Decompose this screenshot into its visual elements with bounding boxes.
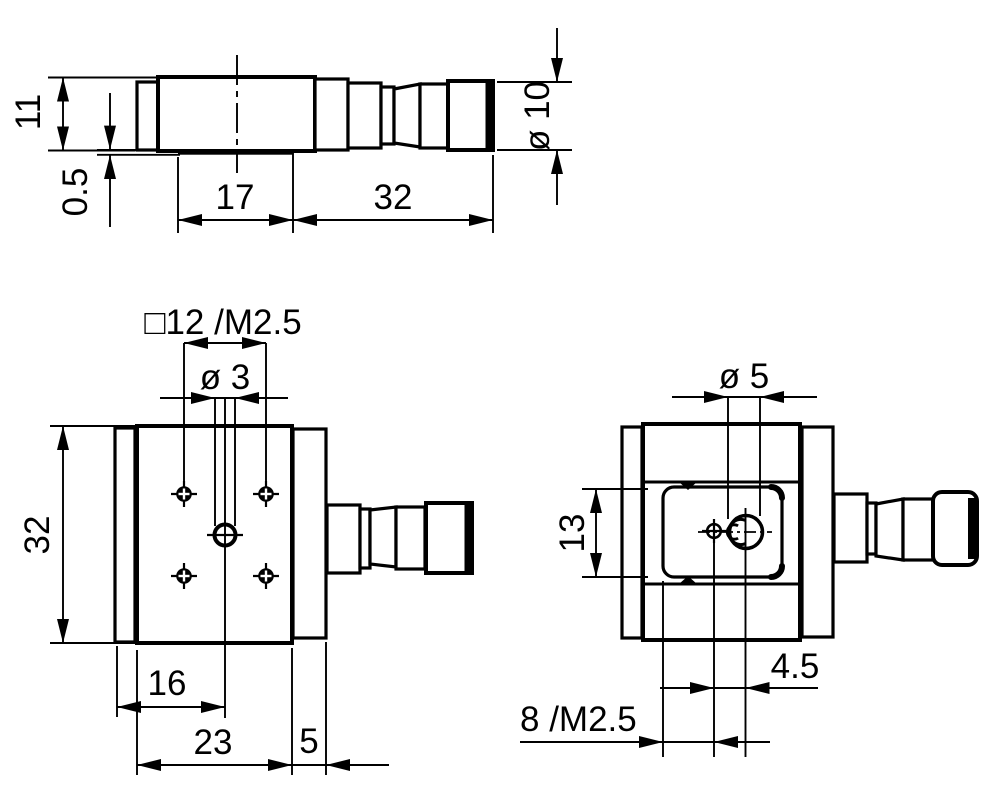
dim-label-17: 17 xyxy=(216,178,255,217)
side-step3 xyxy=(418,82,450,150)
back-view: ø 5 13 4.5 8 /M2.5 xyxy=(520,357,979,757)
dim-label-4p5: 4.5 xyxy=(771,647,820,686)
dim-front-hole: ø 3 xyxy=(160,358,288,404)
screw-bottom-right xyxy=(253,563,279,589)
side-neck xyxy=(379,85,396,146)
plate-wedge-bottom xyxy=(679,576,697,584)
dim-front-pattern: □12 /M2.5 xyxy=(144,303,302,486)
dim-label-0p5: 0.5 xyxy=(56,168,95,217)
front-knob xyxy=(424,501,474,575)
back-left-flange xyxy=(620,425,644,640)
plate-corner-bottom-right xyxy=(768,563,785,580)
dim-front-height: 32 xyxy=(18,425,135,644)
back-barrel-step3 xyxy=(901,497,935,562)
plate-corner-top-right xyxy=(768,484,785,501)
dim-label-d3: ø 3 xyxy=(200,358,251,397)
dim-label-16: 16 xyxy=(148,664,187,703)
dim-label-13: 13 xyxy=(553,514,592,553)
dim-back-plate-height: 13 xyxy=(553,488,648,578)
plate-wedge-top xyxy=(679,482,697,490)
back-adjust-screw xyxy=(702,519,726,543)
front-barrel-step1 xyxy=(325,503,362,575)
dim-side-pad: 0.5 xyxy=(56,93,180,227)
side-left-flange xyxy=(135,80,160,152)
dim-label-32-knob: 32 xyxy=(374,178,413,217)
dim-label-d5: ø 5 xyxy=(719,357,770,396)
back-knob xyxy=(931,490,979,567)
dim-label-32-height: 32 xyxy=(18,516,57,555)
dim-front-offset: 16 xyxy=(116,646,225,717)
side-step2 xyxy=(346,81,383,150)
dim-back-hole: ø 5 xyxy=(672,357,817,403)
dim-label-8m25: 8 /M2.5 xyxy=(520,700,637,739)
side-pad xyxy=(178,149,293,155)
back-barrel-step1 xyxy=(832,492,869,564)
side-cone xyxy=(392,82,422,149)
dim-back-screw-pos: 8 /M2.5 xyxy=(520,700,770,748)
dim-label-11: 11 xyxy=(9,94,48,130)
front-right-flange xyxy=(291,427,328,640)
side-view: 11 0.5 17 32 ø 10 xyxy=(9,28,572,233)
side-step1 xyxy=(313,77,350,152)
dim-label-23: 23 xyxy=(194,723,233,762)
back-right-flange xyxy=(800,425,835,639)
dim-label-5: 5 xyxy=(299,722,318,761)
front-left-flange xyxy=(113,426,137,644)
dim-front-width: 23 5 xyxy=(136,642,389,775)
dim-label-sq12: □12 /M2.5 xyxy=(144,303,301,342)
dim-side-height: 11 xyxy=(9,76,156,152)
front-barrel-cone xyxy=(368,505,398,569)
front-view: □12 /M2.5 ø 3 32 16 xyxy=(18,303,474,775)
dim-side-lengths: 17 32 xyxy=(177,150,494,233)
screw-bottom-left xyxy=(171,563,197,589)
dim-side-diameter: ø 10 xyxy=(497,28,572,205)
dim-back-offset: 4.5 xyxy=(660,647,820,694)
front-screw-holes xyxy=(171,481,279,589)
back-barrel-cone xyxy=(874,497,905,562)
front-barrel-step3 xyxy=(394,505,427,571)
dim-label-d10: ø 10 xyxy=(518,81,557,151)
